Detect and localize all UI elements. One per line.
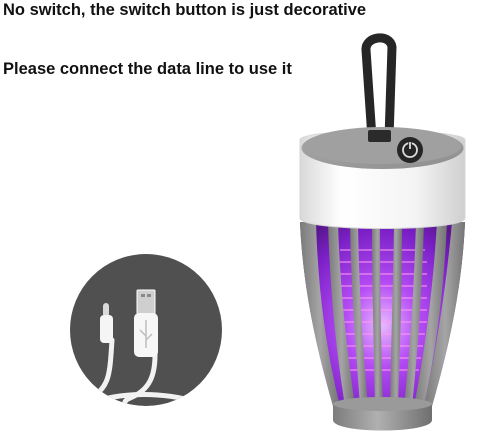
mosquito-lamp-icon bbox=[299, 33, 466, 431]
usb-cable-icon bbox=[70, 254, 222, 406]
caption-connect-cable: Please connect the data line to use it bbox=[3, 60, 292, 78]
hanging-strap bbox=[361, 33, 397, 143]
lamp-base bbox=[333, 404, 432, 431]
caption-decorative-switch: No switch, the switch button is just dec… bbox=[3, 1, 367, 19]
decorative-switch-button bbox=[397, 137, 423, 163]
